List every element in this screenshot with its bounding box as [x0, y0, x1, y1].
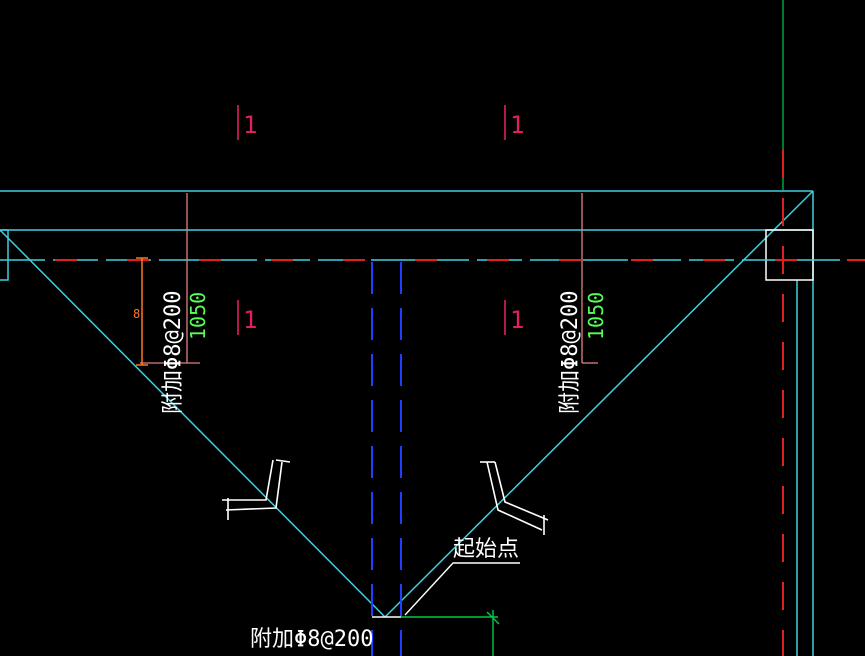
orange-leader: [136, 257, 148, 366]
rebar-hook-left: [222, 459, 291, 520]
rebar-hook-right: [480, 461, 549, 535]
section-marker-1c: 1: [243, 306, 257, 334]
dimension-right: [581, 193, 598, 364]
start-point-leader: [404, 562, 520, 616]
section-marker-1b: 1: [510, 111, 524, 139]
corner-column-box: [765, 229, 814, 281]
section-marker-1d: 1: [510, 306, 524, 334]
rebar-label-bottom: 附加Φ8@200: [250, 627, 373, 652]
start-point-label: 起始点: [453, 537, 519, 562]
dimension-left: [140, 193, 200, 364]
dimension-right-text: 1050: [584, 292, 608, 340]
diagonal-right: [384, 190, 814, 618]
diagonal-left: [0, 229, 386, 618]
orange-mark-label: 8: [133, 307, 140, 321]
rebar-label-left: 附加Φ8@200: [161, 291, 186, 414]
slab-outline: [0, 190, 814, 656]
bottom-green-cross: [486, 611, 500, 625]
left-end-box: [0, 229, 9, 281]
section-marker-1a: 1: [243, 111, 257, 139]
dimension-left-text: 1050: [186, 292, 210, 340]
rebar-label-right: 附加Φ8@200: [558, 291, 583, 414]
